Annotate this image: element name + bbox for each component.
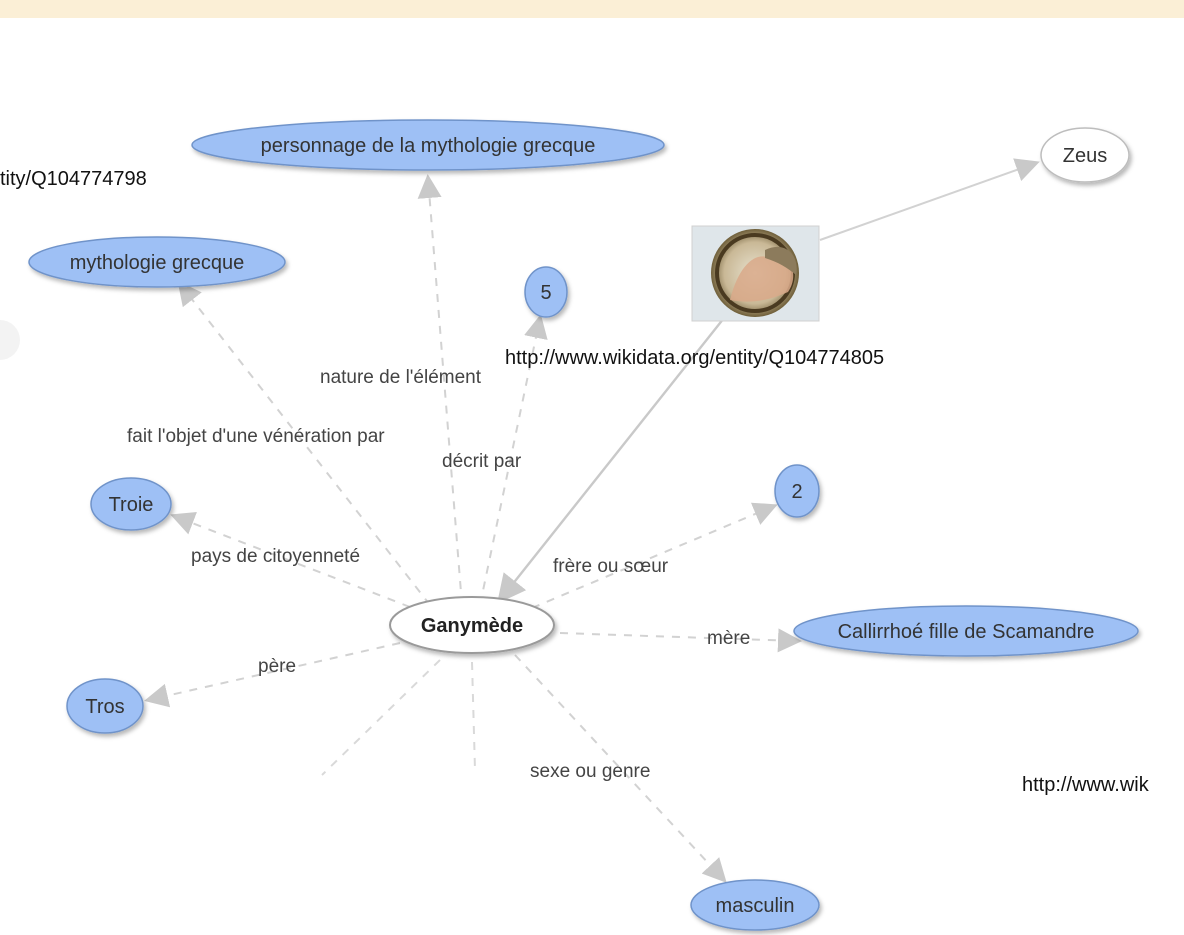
edge-pere	[144, 642, 401, 708]
edge-label-decrit: décrit par	[442, 451, 522, 472]
edge-sexe	[514, 654, 727, 883]
edge-label-veneration: fait l'objet d'une vénération par	[127, 426, 385, 447]
node-callirrhoe-shape[interactable]	[793, 605, 1139, 657]
node-troie-label: Troie	[109, 494, 154, 516]
edge-label-pere: père	[258, 656, 296, 677]
node-tros-label: Tros	[85, 696, 124, 718]
node-troie[interactable]: Troie	[90, 477, 172, 531]
node-personnage-label: personnage de la mythologie grecque	[261, 135, 596, 157]
node-callirrhoe-label: Callirrhoé fille de Scamandre	[838, 621, 1095, 643]
node-image[interactable]	[691, 225, 820, 322]
edge-decrit	[479, 314, 548, 606]
node-troie-shape[interactable]	[90, 477, 172, 531]
edge-veneration	[177, 280, 431, 606]
edge-stub-2	[471, 661, 476, 771]
partial-node-left	[0, 320, 20, 360]
medallion-figure	[730, 256, 794, 302]
edge-nature	[417, 174, 463, 606]
entity-url-bottom: http://www.wik	[1022, 774, 1150, 796]
node-count-2-shape[interactable]	[774, 464, 820, 518]
graph-canvas[interactable]: personnage de la mythologie grecque myth…	[0, 18, 1184, 935]
node-masculin[interactable]: masculin	[690, 879, 820, 931]
node-count-5[interactable]: 5	[524, 266, 568, 318]
node-mythologie-shape[interactable]	[28, 236, 286, 288]
medallion-wing	[765, 246, 797, 275]
node-ganymede-shape[interactable]	[389, 596, 555, 654]
node-count-5-label: 5	[540, 282, 551, 304]
node-zeus-shape[interactable]	[1040, 127, 1130, 183]
graph-svg[interactable]: personnage de la mythologie grecque myth…	[0, 18, 1184, 935]
edge-image-ganymede	[497, 317, 725, 604]
node-masculin-shape[interactable]	[690, 879, 820, 931]
node-masculin-label: masculin	[716, 895, 795, 917]
entity-url-left: tity/Q104774798	[0, 168, 147, 190]
edge-stub-1	[321, 659, 441, 776]
edge-label-mere: mère	[707, 628, 750, 649]
node-tros[interactable]: Tros	[66, 678, 144, 734]
entity-url-image: http://www.wikidata.org/entity/Q10477480…	[505, 347, 884, 369]
node-zeus[interactable]: Zeus	[1040, 127, 1130, 183]
edge-frere	[531, 502, 778, 609]
node-zeus-label: Zeus	[1063, 145, 1107, 167]
edge-label-pays: pays de citoyenneté	[191, 546, 360, 567]
node-mythologie[interactable]: mythologie grecque	[28, 236, 286, 288]
node-mythologie-label: mythologie grecque	[70, 252, 245, 274]
edge-label-nature: nature de l'élément	[320, 367, 482, 388]
edge-image-zeus	[819, 158, 1040, 241]
edges	[144, 158, 1040, 883]
edge-label-sexe: sexe ou genre	[530, 761, 650, 782]
node-tros-shape[interactable]	[66, 678, 144, 734]
node-count-2-label: 2	[791, 481, 802, 503]
node-ganymede[interactable]: Ganymède	[389, 596, 555, 654]
top-border-strip	[0, 0, 1184, 18]
node-count-5-shape[interactable]	[524, 266, 568, 318]
node-ganymede-label: Ganymède	[421, 615, 523, 637]
edge-pays	[170, 511, 411, 608]
edge-mere	[559, 628, 802, 653]
node-personnage-shape[interactable]	[191, 119, 665, 171]
node-personnage[interactable]: personnage de la mythologie grecque	[191, 119, 665, 171]
edge-label-frere: frère ou sœur	[553, 556, 669, 577]
node-callirrhoe[interactable]: Callirrhoé fille de Scamandre	[793, 605, 1139, 657]
node-count-2[interactable]: 2	[774, 464, 820, 518]
